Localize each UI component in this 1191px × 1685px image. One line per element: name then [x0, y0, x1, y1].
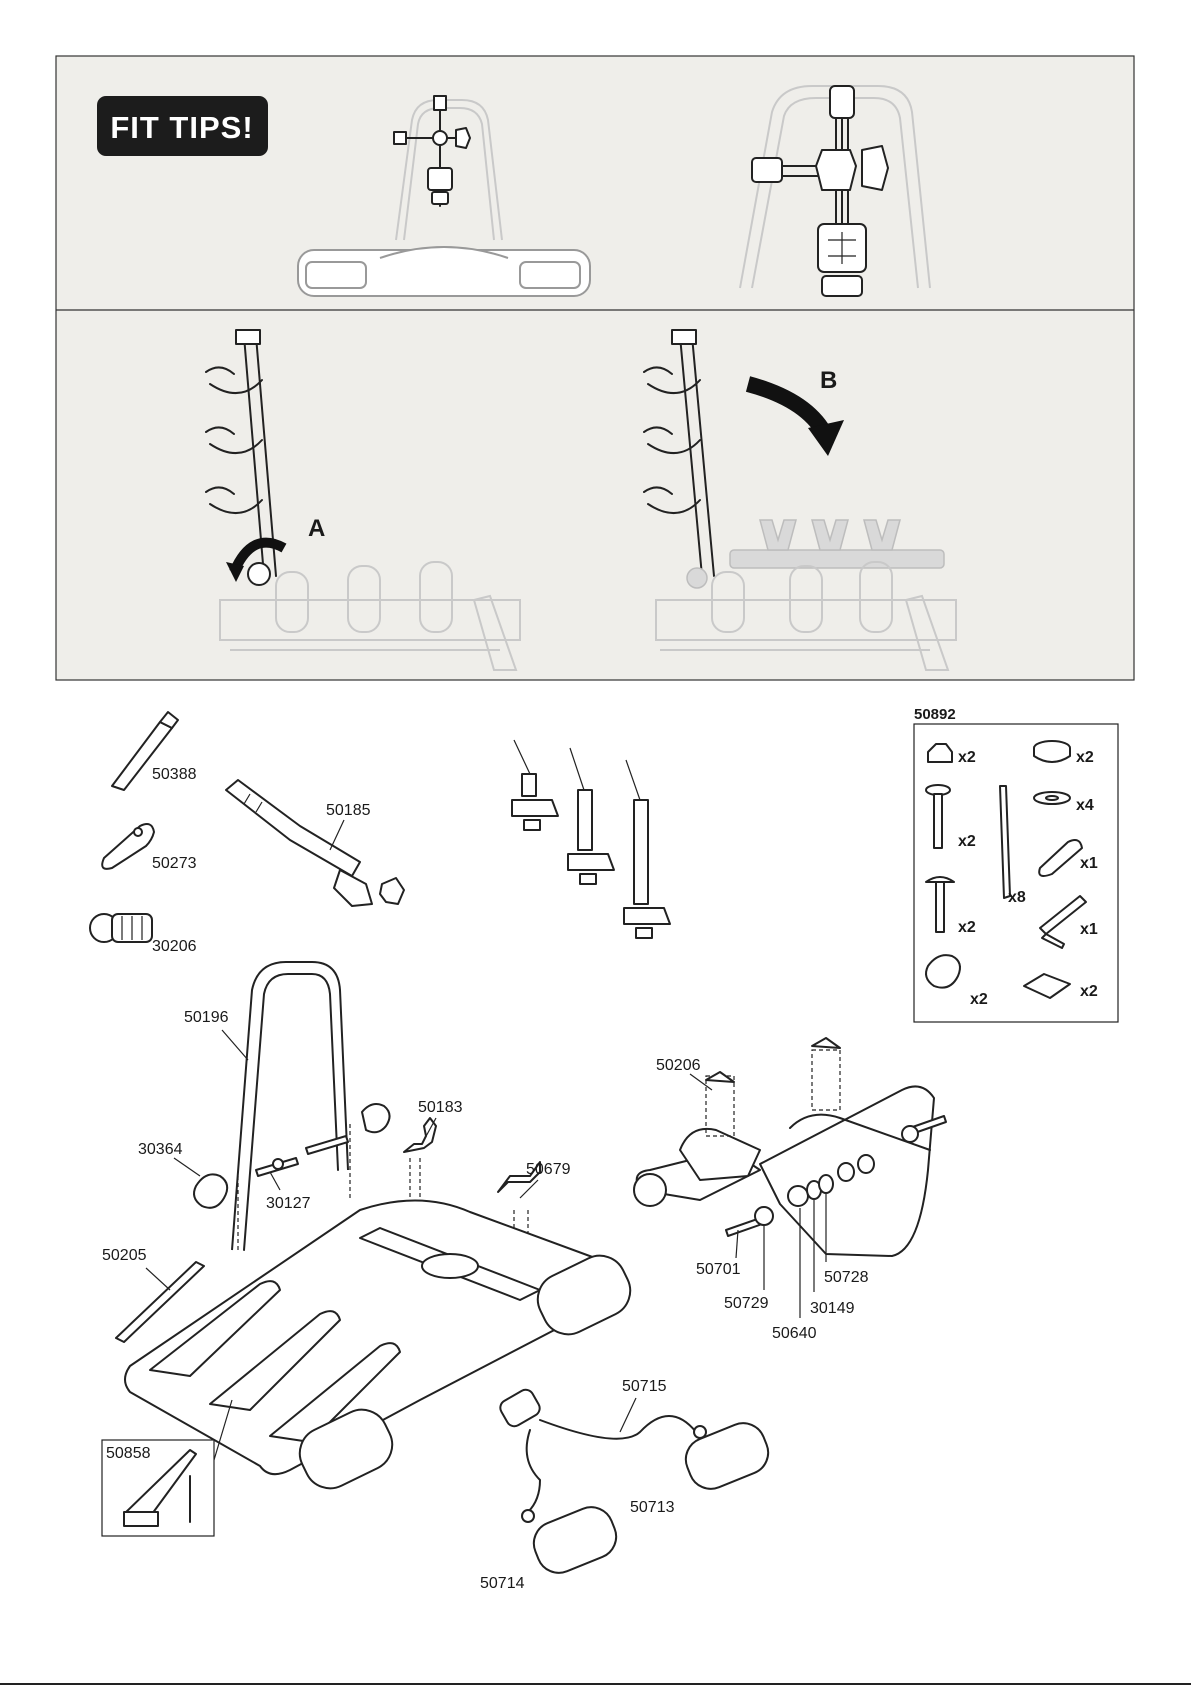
svg-text:30127: 30127 — [266, 1195, 311, 1212]
svg-text:30149: 30149 — [810, 1300, 855, 1317]
strap-key-part: 50273 — [102, 824, 196, 872]
lamp-50714: 50714 — [480, 1501, 623, 1592]
svg-text:50729: 50729 — [724, 1295, 769, 1312]
flat-washer-icon — [1034, 792, 1070, 804]
svg-text:50679: 50679 — [526, 1161, 571, 1178]
svg-text:50185: 50185 — [326, 802, 371, 819]
svg-text:50714: 50714 — [480, 1575, 525, 1592]
svg-text:x2: x2 — [958, 749, 976, 766]
svg-text:x2: x2 — [970, 991, 988, 1008]
svg-text:x1: x1 — [1080, 921, 1098, 938]
clamp-arms-part — [512, 740, 670, 938]
svg-text:50205: 50205 — [102, 1247, 147, 1264]
carrier-assembly: 50196 30364 30127 50183 50679 50205 — [102, 962, 639, 1536]
wiring-harness: 50715 — [497, 1378, 706, 1522]
svg-text:50715: 50715 — [622, 1378, 667, 1395]
fit-tips-panel: FIT TIPS! — [56, 56, 1134, 680]
svg-text:50183: 50183 — [418, 1099, 463, 1116]
svg-text:50701: 50701 — [696, 1261, 741, 1278]
svg-text:B: B — [820, 367, 837, 394]
svg-text:50728: 50728 — [824, 1269, 869, 1286]
lock-key-part: 30206 — [90, 914, 197, 955]
svg-text:50858: 50858 — [106, 1445, 151, 1462]
svg-text:x4: x4 — [1076, 797, 1094, 814]
svg-text:x1: x1 — [1080, 855, 1098, 872]
svg-text:30364: 30364 — [138, 1141, 183, 1158]
svg-text:x2: x2 — [958, 919, 976, 936]
svg-text:50196: 50196 — [184, 1009, 229, 1026]
svg-text:50713: 50713 — [630, 1499, 675, 1516]
svg-text:x2: x2 — [958, 833, 976, 850]
svg-text:50273: 50273 — [152, 855, 197, 872]
arm-part: 50185 — [226, 780, 404, 906]
svg-text:50206: 50206 — [656, 1057, 701, 1074]
spacer-ring-icon — [1034, 741, 1070, 762]
fit-tips-badge: FIT TIPS! — [97, 96, 268, 156]
svg-text:50892: 50892 — [914, 706, 956, 723]
svg-text:x2: x2 — [1076, 749, 1094, 766]
svg-text:50640: 50640 — [772, 1325, 817, 1342]
svg-text:x8: x8 — [1008, 889, 1026, 906]
svg-text:30206: 30206 — [152, 938, 197, 955]
svg-text:50388: 50388 — [152, 766, 197, 783]
coupling-assembly: 50206 50701 50729 50640 30149 50728 — [634, 1038, 946, 1342]
svg-text:A: A — [308, 515, 325, 542]
fixing-kit-50892: 50892 x2 x2 x4 x2 x8 x1 — [914, 706, 1118, 1022]
svg-text:FIT TIPS!: FIT TIPS! — [110, 110, 253, 145]
svg-text:x2: x2 — [1080, 983, 1098, 1000]
hex-key-part: 50388 — [112, 712, 197, 790]
